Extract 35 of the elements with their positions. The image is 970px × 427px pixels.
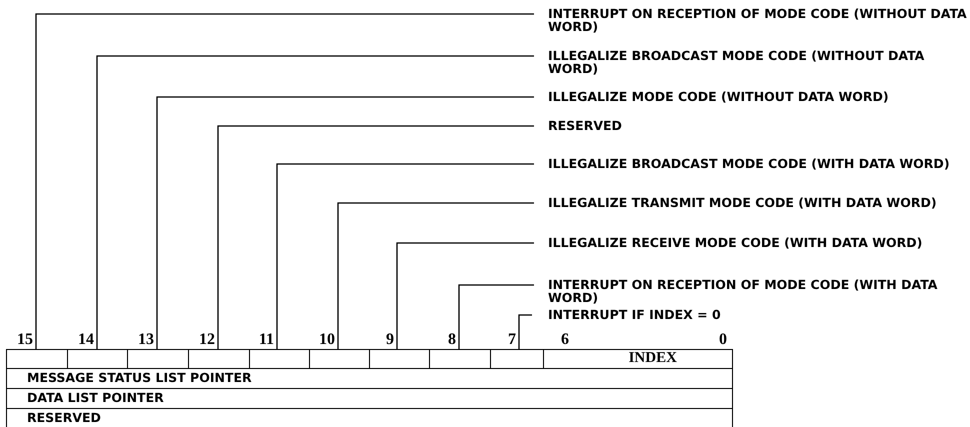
bit-description: RESERVED xyxy=(548,119,968,132)
bit-number: 7 xyxy=(508,332,516,348)
leader-line xyxy=(217,125,534,349)
register-word-row xyxy=(6,368,732,390)
register-word-row xyxy=(6,388,732,410)
row-label: DATA LIST POINTER xyxy=(27,390,164,405)
bit-number: 11 xyxy=(258,332,274,348)
register-word-row xyxy=(6,408,732,427)
row-label: RESERVED xyxy=(27,410,101,425)
bit-number: 6 xyxy=(561,332,569,348)
bit-description: ILLEGALIZE RECEIVE MODE CODE (WITH DATA WORD) xyxy=(548,236,968,249)
bit-description: INTERRUPT IF INDEX = 0 xyxy=(548,308,968,321)
leader-line xyxy=(276,163,534,349)
bit-number: 12 xyxy=(199,332,215,348)
bit-description: INTERRUPT ON RECEPTION OF MODE CODE (WITH DATA WORD) xyxy=(548,278,968,304)
bit-description: ILLEGALIZE BROADCAST MODE CODE (WITH DATA WORD) xyxy=(548,157,968,170)
bit-number: 9 xyxy=(386,332,394,348)
bit-number: 15 xyxy=(17,332,33,348)
leader-line xyxy=(337,202,534,349)
bit-number: 8 xyxy=(448,332,456,348)
leader-line xyxy=(156,96,534,349)
bit-description: ILLEGALIZE BROADCAST MODE CODE (WITHOUT DATA WORD) xyxy=(548,49,968,75)
bit-description: INTERRUPT ON RECEPTION OF MODE CODE (WITHOUT DATA WORD) xyxy=(548,7,968,33)
bit-description: ILLEGALIZE MODE CODE (WITHOUT DATA WORD) xyxy=(548,90,968,103)
leader-line xyxy=(96,55,534,349)
bit-number: 14 xyxy=(78,332,94,348)
leader-line xyxy=(458,284,534,349)
row-label: MESSAGE STATUS LIST POINTER xyxy=(27,370,252,385)
leader-line xyxy=(518,314,532,349)
bit-number: 13 xyxy=(138,332,154,348)
bit-number: 0 xyxy=(719,332,727,348)
leader-line xyxy=(35,13,534,349)
bit-number: 10 xyxy=(319,332,335,348)
leader-line xyxy=(396,242,534,349)
bit-description: ILLEGALIZE TRANSMIT MODE CODE (WITH DATA WORD) xyxy=(548,196,968,209)
